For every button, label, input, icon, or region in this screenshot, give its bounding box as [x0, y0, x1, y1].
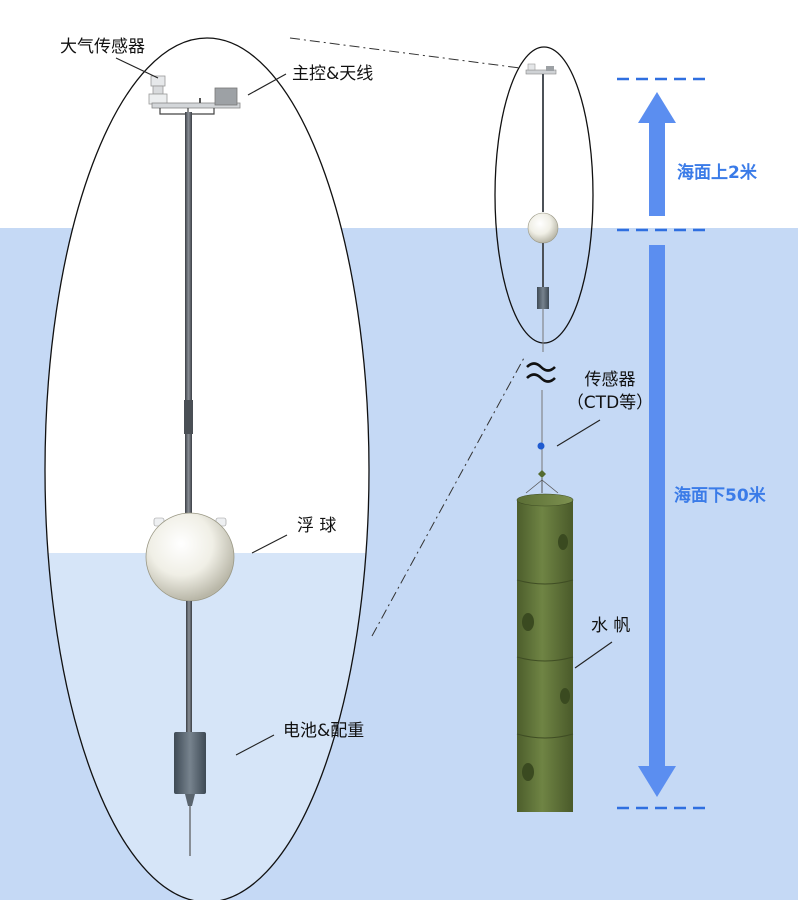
break-symbol-icon: [526, 362, 556, 383]
zoom-connector-top: [289, 37, 521, 69]
below-sea-arrow-icon: [638, 245, 676, 797]
surface-dashes: [617, 77, 707, 810]
battery-tip: [185, 794, 195, 806]
below-sea-label: 海面下50米: [674, 486, 766, 506]
ctd-sensor-icon: [537, 442, 545, 450]
above-sea-label: 海面上2米: [677, 163, 757, 183]
sail-hook-icon: [538, 470, 546, 478]
mast-pole: [185, 112, 192, 522]
above-sea-arrow-icon: [638, 92, 676, 216]
lower-pole: [186, 601, 192, 733]
zoom-air-area: [45, 38, 369, 553]
water-sail-icon: [516, 493, 574, 812]
ctd-sensor-label-line1: 传感器: [584, 370, 636, 390]
float-ball-label: 浮 球: [297, 516, 337, 536]
atmospheric-sensor-label: 大气传感器: [60, 37, 145, 57]
main-control-box-icon: [199, 87, 238, 106]
small-battery-icon: [537, 287, 549, 309]
zoom-connector-bottom: [371, 355, 526, 637]
small-sensor-head-icon: [525, 63, 557, 75]
float-ball-icon: [145, 512, 235, 602]
small-zoom-ellipse: [494, 46, 594, 344]
water-sail-label: 水 帆: [591, 616, 631, 636]
battery-icon: [174, 732, 206, 794]
ctd-sensor-label-line2: （CTD等）: [566, 393, 654, 413]
small-float-ball-icon: [527, 212, 559, 244]
ctd-sensor-label: 传感器 （CTD等）: [560, 370, 660, 413]
battery-counterweight-label: 电池&配重: [283, 721, 365, 741]
leader-lines: [115, 57, 613, 756]
main-control-antenna-label: 主控&天线: [292, 64, 374, 84]
mast-joint: [184, 400, 193, 434]
zoom-ellipse: [44, 37, 370, 900]
